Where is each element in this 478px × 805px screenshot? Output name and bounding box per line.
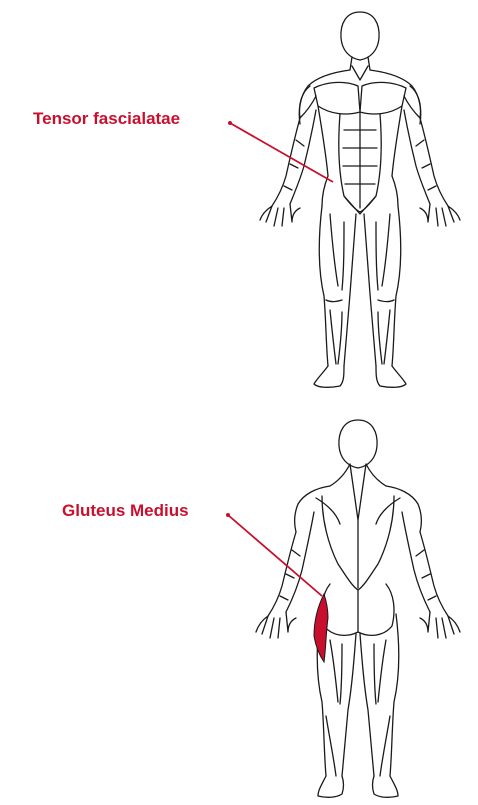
front-body-figure: Tensor fascialatae xyxy=(0,0,478,395)
front-left-foot xyxy=(314,366,344,387)
front-abs-lines xyxy=(343,112,377,208)
front-leader-line xyxy=(230,123,333,182)
back-right-arm xyxy=(402,512,448,616)
front-left-shin-lines xyxy=(330,310,342,364)
front-left-forearm-lines xyxy=(284,140,304,190)
front-right-thigh-lines xyxy=(376,214,394,302)
back-left-leg-lines xyxy=(326,640,342,776)
back-body-drawing xyxy=(0,400,478,805)
back-right-arm-lines xyxy=(416,550,436,600)
front-body-drawing xyxy=(0,0,478,395)
front-leader-dot xyxy=(228,121,232,125)
front-right-forearm-lines xyxy=(416,140,436,190)
back-left-foot xyxy=(318,776,344,797)
back-right-hand xyxy=(420,612,460,638)
back-left-hand xyxy=(256,612,296,638)
front-pectorals xyxy=(314,82,406,114)
back-right-foot xyxy=(373,776,399,797)
back-head xyxy=(339,420,377,468)
front-left-hand xyxy=(260,204,300,226)
back-left-arm xyxy=(268,512,314,616)
back-trapezius xyxy=(330,464,386,520)
back-right-leg xyxy=(360,614,399,776)
front-right-foot xyxy=(376,366,406,387)
back-leader-dot xyxy=(226,513,230,517)
front-left-thigh-lines xyxy=(326,214,344,302)
back-glutes xyxy=(322,584,394,635)
muscle-label-gluteus-medius: Gluteus Medius xyxy=(62,501,189,521)
front-head xyxy=(341,12,379,60)
back-right-leg-lines xyxy=(374,640,390,776)
back-body-figure: Gluteus Medius xyxy=(0,400,478,805)
back-leader-line xyxy=(228,515,322,596)
front-right-hand xyxy=(420,204,460,226)
gluteus-medius-highlight xyxy=(314,594,328,662)
front-right-shin-lines xyxy=(378,310,390,364)
front-left-arm xyxy=(272,110,316,206)
muscle-label-tensor-fascialatae: Tensor fascialatae xyxy=(33,109,180,129)
front-right-arm xyxy=(404,110,448,206)
